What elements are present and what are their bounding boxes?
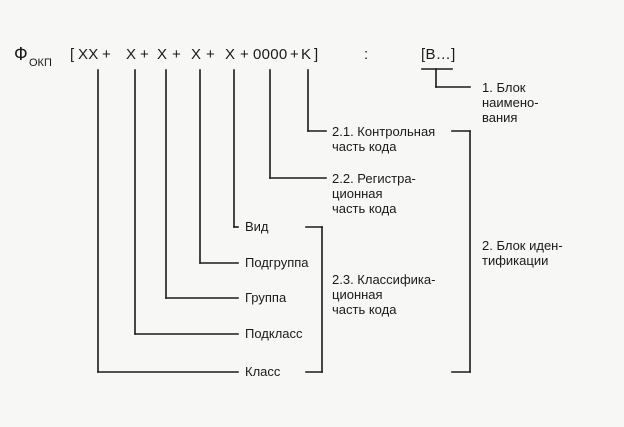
code-part-subclass: X <box>126 46 137 63</box>
code-part-subgroup: X <box>191 46 202 63</box>
colon: : <box>364 46 369 63</box>
plus-sign: + <box>140 46 150 63</box>
label-klass: Класс <box>245 364 281 379</box>
plus-sign: + <box>290 46 300 63</box>
block-naming: 1. Блок наимено- вания <box>482 80 539 125</box>
code-part-kind: X <box>225 46 236 63</box>
plus-sign: + <box>172 46 182 63</box>
block-registration-part: 2.2. Регистра- ционная часть кода <box>332 171 416 216</box>
code-part-group: X <box>157 46 168 63</box>
label-gruppa: Группа <box>245 290 287 305</box>
code-part-control: K <box>301 46 312 63</box>
formula-subscript: ОКП <box>29 57 52 69</box>
label-vid: Вид <box>245 219 269 234</box>
plus-sign: + <box>206 46 216 63</box>
block-classification-part: 2.3. Классифика- ционная часть кода <box>332 272 436 317</box>
naming-part: [В…] <box>421 46 456 63</box>
block-identification: 2. Блок иден- тификации <box>482 238 563 268</box>
block-control-part: 2.1. Контрольная часть кода <box>332 124 436 154</box>
label-podklass: Подкласс <box>245 326 303 341</box>
open-bracket: [ <box>70 46 75 63</box>
code-part-registration: 0000 <box>253 46 288 63</box>
formula-symbol: Ф <box>14 44 28 64</box>
close-bracket: ] <box>314 46 319 63</box>
plus-sign: + <box>102 46 112 63</box>
code-part-class: XX <box>78 46 99 63</box>
label-podgruppa: Подгруппа <box>245 255 309 270</box>
plus-sign: + <box>240 46 250 63</box>
